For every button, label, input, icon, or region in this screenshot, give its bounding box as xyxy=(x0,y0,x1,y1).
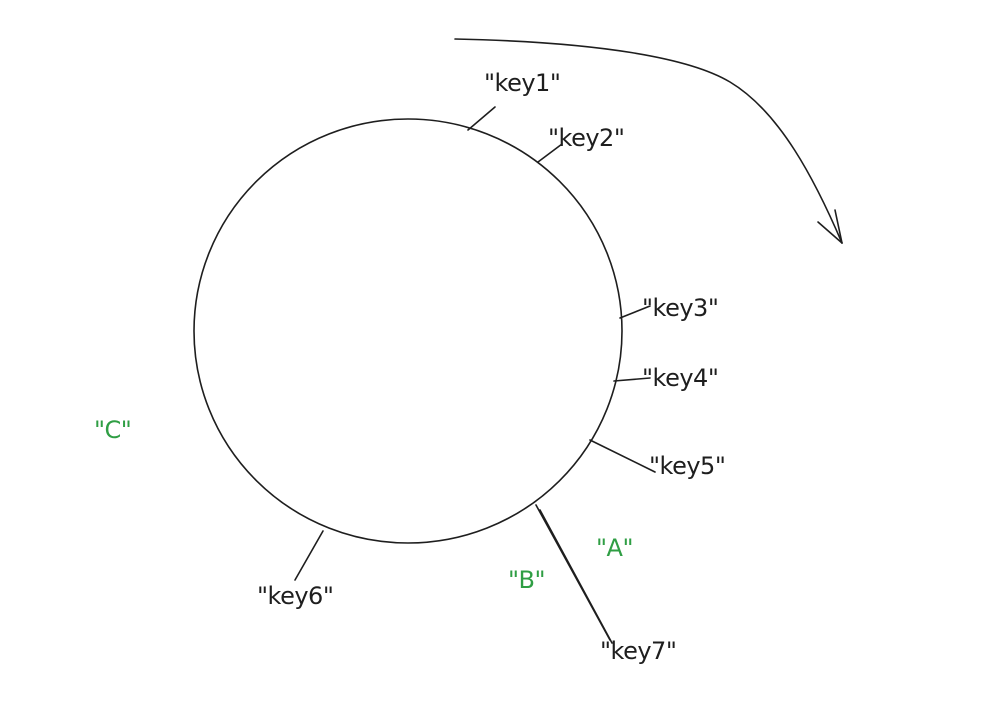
node-c-label: "C" xyxy=(94,416,131,444)
key5-label: "key5" xyxy=(649,452,725,480)
key4-tick xyxy=(613,377,651,382)
hash-ring xyxy=(193,118,623,544)
node-b-label: "B" xyxy=(508,566,545,594)
key7-label: "key7" xyxy=(600,637,676,665)
key4-label: "key4" xyxy=(642,364,718,392)
key3-tick xyxy=(619,305,651,319)
key7-tick-double xyxy=(539,509,613,644)
key6-label: "key6" xyxy=(257,582,333,610)
key3-label: "key3" xyxy=(642,294,718,322)
node-a-label: "A" xyxy=(596,534,633,562)
key6-tick xyxy=(294,530,324,581)
clockwise-arrow xyxy=(454,38,843,244)
clockwise-arrowhead-right xyxy=(834,209,843,244)
key2-label: "key2" xyxy=(548,124,624,152)
key2-tick xyxy=(537,143,563,163)
key5-tick xyxy=(589,439,656,473)
clockwise-arrowhead-left xyxy=(817,221,843,244)
key1-tick xyxy=(467,106,496,131)
key1-label: "key1" xyxy=(484,69,560,97)
